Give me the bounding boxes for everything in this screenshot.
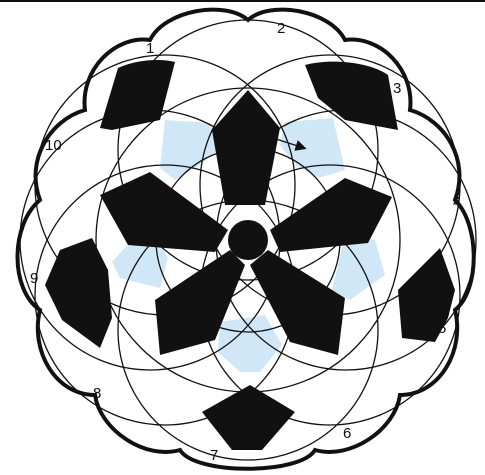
black-region-1 — [100, 60, 175, 130]
label-4: 4 — [453, 194, 461, 211]
label-5: 5 — [438, 320, 446, 337]
label-6: 6 — [343, 425, 351, 442]
label-8: 8 — [93, 385, 101, 402]
blue-region-top-left — [160, 120, 218, 180]
label-9: 9 — [30, 270, 38, 287]
black-region-5 — [398, 248, 455, 342]
label-1: 1 — [146, 40, 154, 57]
center-dot — [228, 220, 268, 260]
label-2: 2 — [277, 20, 285, 37]
label-3: 3 — [393, 80, 401, 97]
label-7: 7 — [210, 447, 218, 464]
label-10: 10 — [45, 137, 62, 154]
black-petal-northwest — [100, 172, 228, 252]
